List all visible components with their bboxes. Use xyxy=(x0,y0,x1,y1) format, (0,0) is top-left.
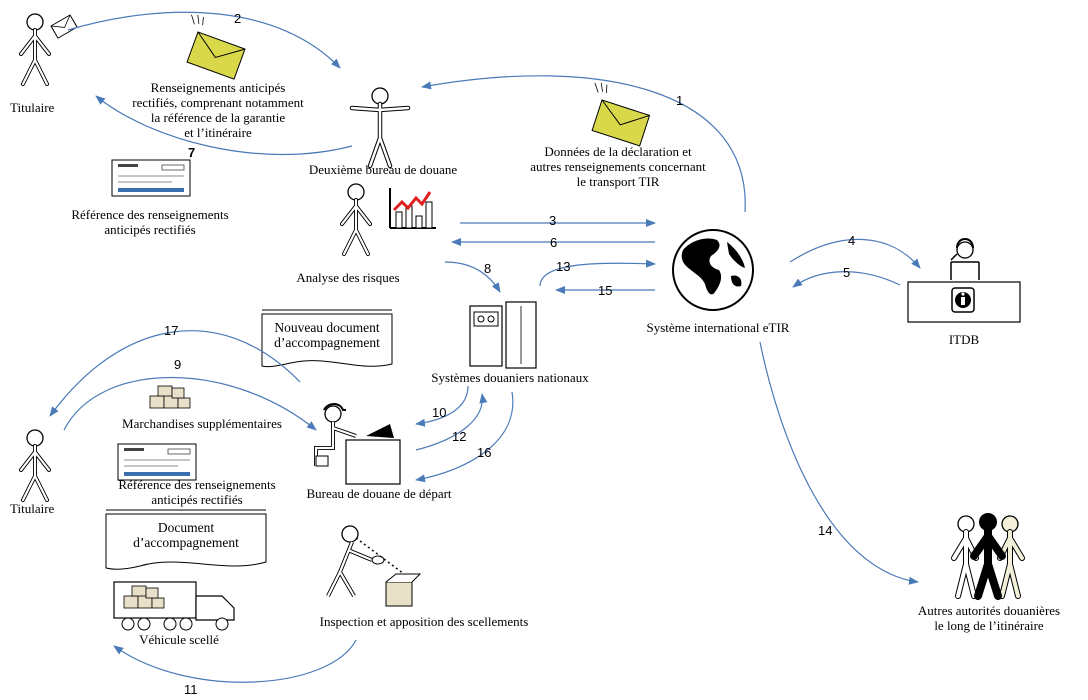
titulaire-top-figure xyxy=(19,12,78,86)
titulaire-top-label: Titulaire xyxy=(10,100,55,115)
reference-rectifies-top-label: Référence des renseignements anticipés r… xyxy=(71,207,229,237)
step-number-8: 8 xyxy=(484,261,492,276)
systemes-nationaux-label: Systèmes douaniers nationaux xyxy=(431,370,589,385)
itdb-desk xyxy=(907,281,1021,323)
step-number-1: 1 xyxy=(676,93,684,108)
step-number-11: 11 xyxy=(184,682,198,697)
nouveau-document-shape xyxy=(261,309,393,368)
donnees-declaration-label: Données de la déclaration et autres rens… xyxy=(530,144,706,189)
arrow-8 xyxy=(444,261,501,293)
risk-chart-icon xyxy=(389,188,436,229)
arrow-9 xyxy=(63,376,317,431)
step-number-9: 9 xyxy=(174,357,182,372)
cheque-icon xyxy=(111,159,191,197)
step-number-16: 16 xyxy=(477,445,492,460)
arrow-14 xyxy=(759,341,919,585)
autres-autorites-group-icon xyxy=(951,513,1025,600)
itdb-label: ITDB xyxy=(948,332,980,347)
step-number-2: 2 xyxy=(234,11,242,26)
step-number-14: 14 xyxy=(818,523,833,538)
step-number-17: 17 xyxy=(164,323,179,338)
envelope-icon xyxy=(580,80,655,147)
inspection-label: Inspection et apposition des scellements xyxy=(319,614,529,629)
arrow-13 xyxy=(539,259,656,287)
document-accompagnement-label: Document d’accompagnement xyxy=(133,520,239,550)
globe-icon xyxy=(672,229,754,311)
systeme-etir-label: Système international eTIR xyxy=(646,320,790,335)
server-icon xyxy=(469,301,537,369)
arrow-16 xyxy=(415,391,514,483)
autres-autorites-label: Autres autorités douanières le long de l… xyxy=(917,603,1061,633)
flow-arrows xyxy=(49,11,921,683)
deuxieme-bureau-label: Deuxième bureau de douane xyxy=(308,162,458,177)
itdb-operator-figure xyxy=(950,238,980,280)
inspection-figure xyxy=(326,525,422,607)
arrow-11 xyxy=(113,639,357,683)
step-number-3: 3 xyxy=(549,213,557,228)
arrow-17 xyxy=(49,330,301,417)
boxes-icon xyxy=(149,385,191,409)
deuxieme-bureau-figure xyxy=(349,87,411,169)
sealed-truck-icon xyxy=(113,581,235,631)
cheque-icon xyxy=(117,443,197,481)
arrow-12 xyxy=(415,393,488,451)
step-number-7: 7 xyxy=(188,145,196,160)
arrow-2 xyxy=(67,11,341,69)
bureau-depart-figure xyxy=(314,403,401,485)
arrow-5 xyxy=(792,271,901,288)
reference-rectifies-bottom-label: Référence des renseignements anticipés r… xyxy=(118,477,276,507)
document-accompagnement-shape xyxy=(105,509,267,570)
step-number-4: 4 xyxy=(848,233,856,248)
arrow-4 xyxy=(789,238,921,269)
step-number-5: 5 xyxy=(843,265,851,280)
titulaire-bottom-label: Titulaire xyxy=(10,501,55,516)
step-number-13: 13 xyxy=(556,259,571,274)
renseignements-rectifies-label: Renseignements anticipés rectifiés, comp… xyxy=(132,80,304,140)
step-number-15: 15 xyxy=(598,283,613,298)
step-number-12: 12 xyxy=(452,429,467,444)
vehicule-scelle-label: Véhicule scellé xyxy=(139,632,219,647)
bureau-depart-label: Bureau de douane de départ xyxy=(306,486,452,501)
step-number-10: 10 xyxy=(432,405,447,420)
step-number-6: 6 xyxy=(550,235,558,250)
analyse-risques-label: Analyse des risques xyxy=(296,270,400,285)
analyse-risques-figure xyxy=(340,182,372,256)
titulaire-bottom-figure xyxy=(19,428,51,502)
marchandises-supp-label: Marchandises supplémentaires xyxy=(122,416,282,431)
nouveau-document-label: Nouveau document d’accompagnement xyxy=(274,320,380,350)
arrow-10 xyxy=(415,385,469,427)
arrow-7 xyxy=(95,95,353,156)
arrow-1 xyxy=(421,75,746,213)
